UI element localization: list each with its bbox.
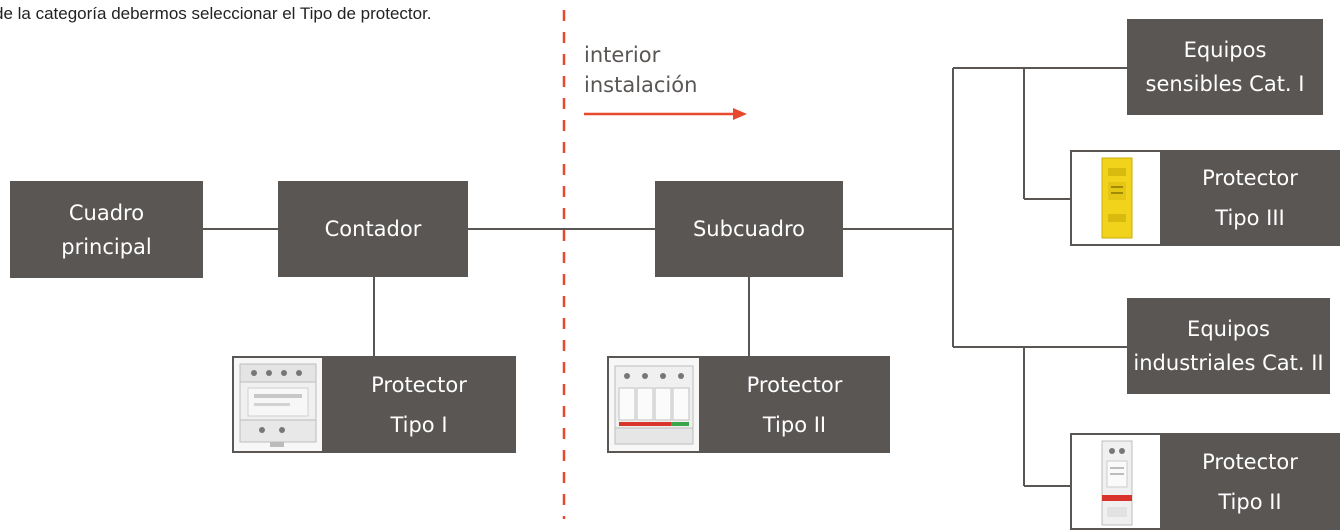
protector-device-image (1072, 435, 1160, 528)
protector-tipo-2-subcuadro: Protector Tipo II (607, 356, 890, 453)
annotation-line-2: instalación (584, 73, 698, 97)
protector-tipo-2-industrial: Protector Tipo II (1070, 433, 1340, 530)
node-label: Equipos sensibles Cat. I (1145, 38, 1305, 96)
intro-text: de la categoría debermos seleccionar el … (0, 4, 432, 23)
protector-label-box: Protector Tipo III (1160, 150, 1340, 246)
protector-label-box: Protector Tipo II (699, 356, 890, 453)
node-cuadro-principal: Cuadro principal (10, 181, 203, 278)
node-contador: Contador (278, 181, 468, 277)
surge-protector-icon (1101, 440, 1133, 526)
node-equipos-sensibles: Equipos sensibles Cat. I (1127, 19, 1323, 115)
node-label: Cuadro principal (61, 200, 152, 259)
node-subcuadro: Subcuadro (655, 181, 843, 277)
connector-lines (203, 10, 1127, 519)
interior-annotation: interior instalación (584, 40, 697, 100)
protector-label: Protector Tipo II (746, 372, 843, 437)
protector-tipo-3: Protector Tipo III (1070, 150, 1340, 246)
annotation-line-1: interior (584, 43, 661, 67)
protector-device-image (1072, 152, 1160, 244)
protector-device-image (609, 358, 699, 451)
node-label: Contador (324, 217, 422, 241)
node-label: Equipos industriales Cat. II (1133, 317, 1324, 375)
protector-tipo-1: Protector Tipo I (232, 356, 516, 453)
surge-protector-icon (614, 365, 694, 445)
node-equipos-industriales: Equipos industriales Cat. II (1127, 298, 1330, 394)
protector-label: Protector Tipo II (1202, 449, 1298, 514)
protector-device-image (234, 358, 322, 451)
node-label: Subcuadro (692, 217, 806, 241)
protector-label: Protector Tipo III (1202, 166, 1298, 230)
protector-label: Protector Tipo I (371, 372, 467, 437)
protector-label-box: Protector Tipo II (1160, 433, 1340, 530)
surge-protector-icon (239, 363, 317, 447)
protector-label-box: Protector Tipo I (322, 356, 516, 453)
direction-arrow-head (733, 108, 747, 120)
surge-protector-icon (1101, 157, 1133, 239)
